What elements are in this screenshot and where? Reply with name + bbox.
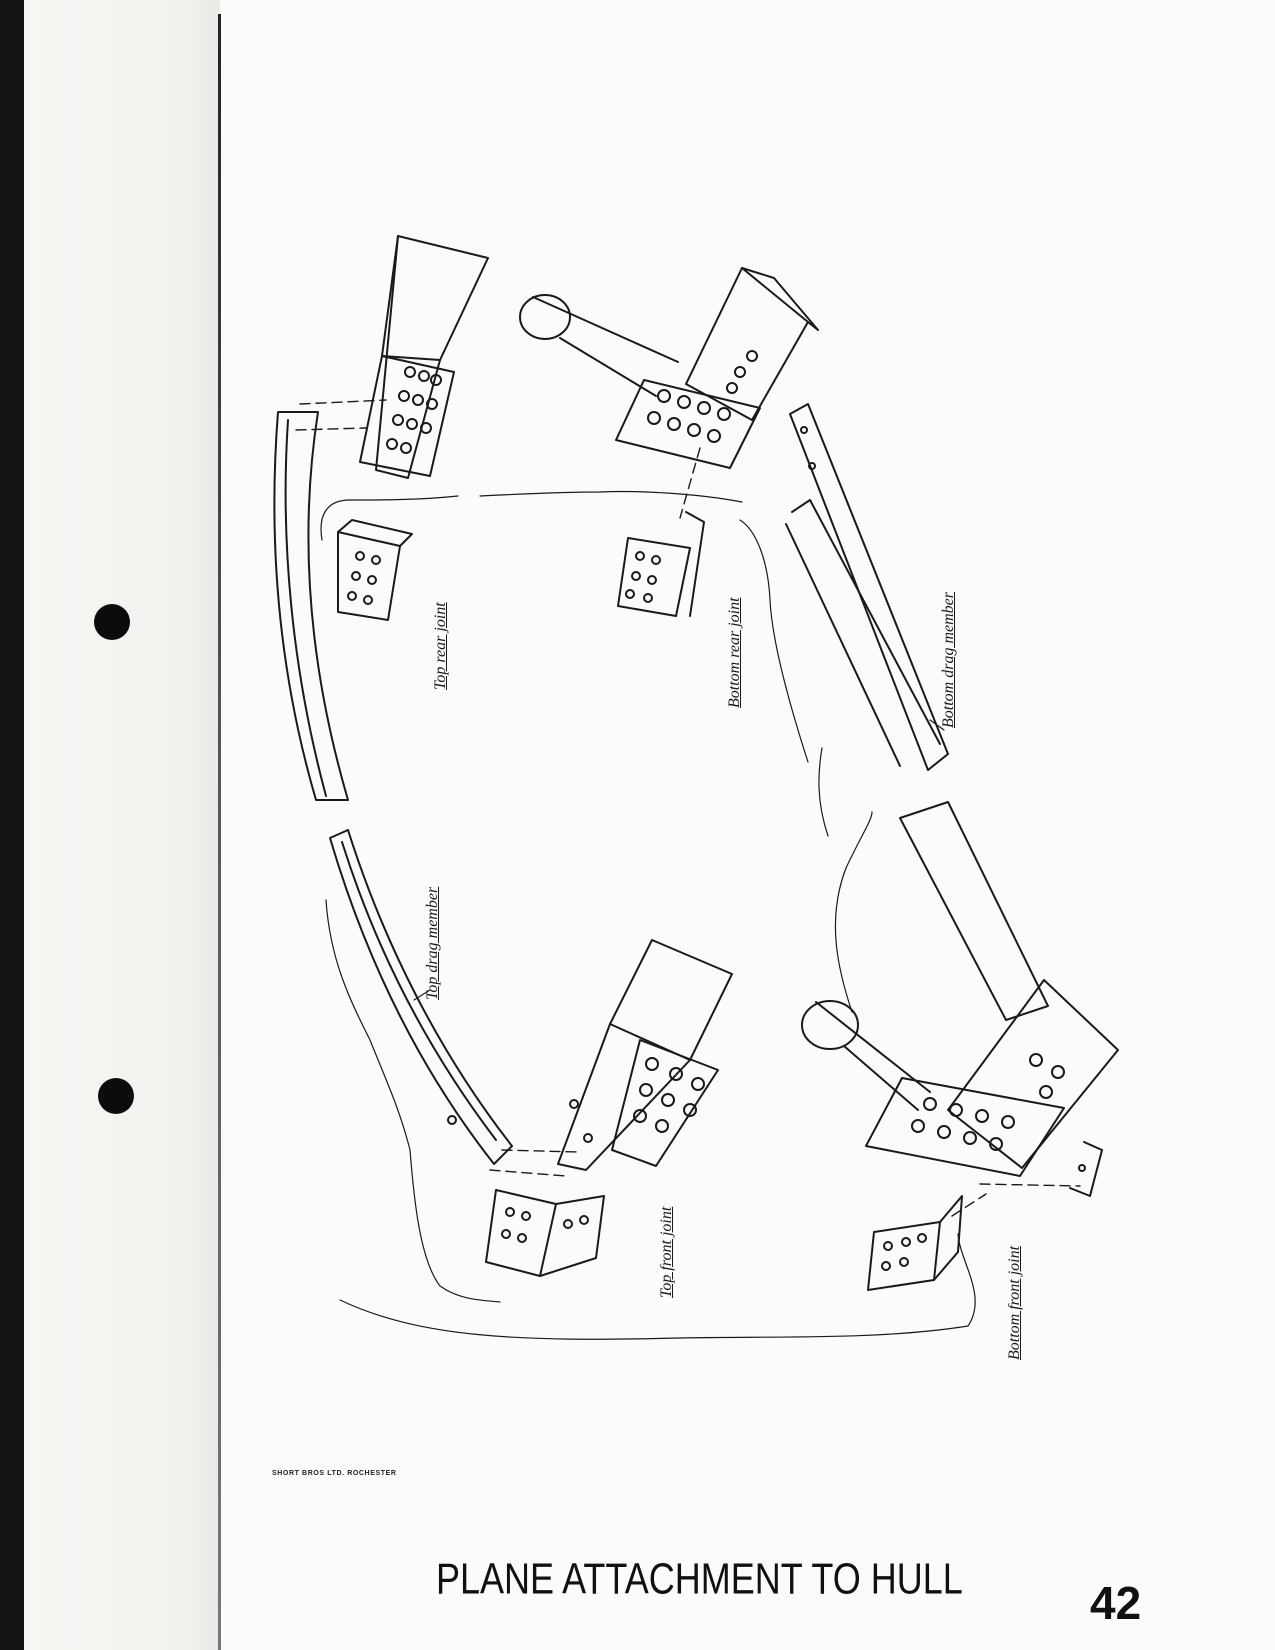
hull-outline <box>320 490 976 1340</box>
label-top-front-joint: Top front joint <box>658 1206 675 1298</box>
binding-fold-line <box>218 14 221 1650</box>
top-rear-joint-assembly <box>273 235 489 801</box>
bottom-front-joint-assembly <box>801 801 1119 1291</box>
label-top-drag-member: Top drag member <box>424 886 441 1000</box>
label-bottom-rear-joint: Bottom rear joint <box>726 597 743 708</box>
top-drag-member-leader <box>413 989 431 1001</box>
page-number: 42 <box>1090 1577 1142 1629</box>
publisher-imprint: SHORT BROS LTD. ROCHESTER <box>272 1470 397 1477</box>
label-top-rear-joint: Top rear joint <box>432 602 449 690</box>
label-bottom-drag-member: Bottom drag member <box>940 592 957 728</box>
label-bottom-front-joint: Bottom front joint <box>1006 1245 1023 1360</box>
binder-margin <box>24 0 220 1650</box>
top-front-joint-assembly <box>485 939 733 1277</box>
top-drag-member-part <box>329 829 513 1165</box>
scan-edge <box>0 0 24 1650</box>
bottom-drag-member-part <box>785 403 949 771</box>
punch-hole-upper <box>94 604 130 640</box>
drawing-title: PLANE ATTACHMENT TO HULL <box>436 1554 963 1604</box>
bottom-drag-member-leader <box>929 719 945 731</box>
bottom-rear-joint-assembly <box>519 267 819 617</box>
punch-hole-lower <box>98 1078 134 1114</box>
